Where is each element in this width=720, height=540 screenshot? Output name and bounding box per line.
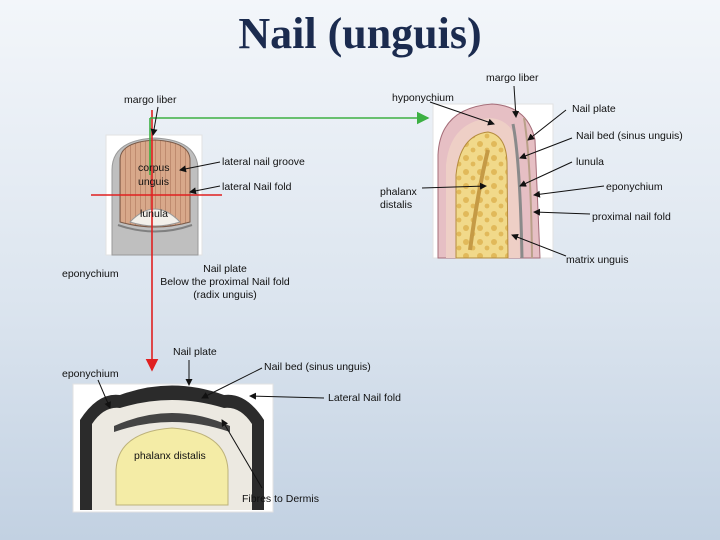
- label-corpus: corpus: [138, 162, 170, 174]
- leader-phalanx-distalis: [421, 182, 487, 190]
- leader-margo-liber-right: [512, 85, 520, 118]
- leader-cs-fibres: [221, 419, 263, 489]
- leader-margo-liber-left: [150, 106, 159, 136]
- label-nail-bed: Nail bed (sinus unguis): [576, 130, 683, 142]
- leader-nail-bed: [519, 137, 573, 160]
- label-lateral-nail-fold: lateral Nail fold: [222, 181, 292, 193]
- leader-cs-lateral-nail-fold: [249, 392, 325, 400]
- leader-cs-nail-bed: [201, 367, 263, 399]
- label-cs-lateral-nail-fold: Lateral Nail fold: [328, 392, 401, 404]
- label-eponychium-left: eponychium: [62, 268, 119, 280]
- sagittal-section-illustration: [432, 103, 554, 259]
- label-unguis: unguis: [138, 176, 169, 188]
- label-margo-liber-left: margo liber: [124, 94, 177, 106]
- label-cs-fibres: Fibres to Dermis: [242, 493, 320, 505]
- label-margo-liber-right: margo liber: [486, 72, 539, 84]
- page-title: Nail (unguis): [238, 9, 482, 58]
- leader-lateral-nail-fold: [189, 185, 221, 195]
- label-cs-phalanx-distalis: phalanx distalis: [134, 450, 206, 462]
- label-nail-plate: Nail plate: [572, 103, 616, 115]
- label-lunula-left: lunula: [140, 208, 169, 220]
- label-nail-plate-below: Nail plate Below the proximal Nail fold …: [160, 263, 290, 301]
- leader-eponychium-right: [533, 185, 605, 198]
- leader-lateral-nail-groove: [179, 161, 221, 173]
- label-cs-nail-bed: Nail bed (sinus unguis): [264, 361, 371, 373]
- leader-lunula: [519, 161, 573, 187]
- label-lateral-nail-groove: lateral nail groove: [222, 156, 305, 168]
- leader-matrix-unguis: [511, 233, 567, 257]
- leader-cs-eponychium: [97, 379, 111, 409]
- cross-section-illustration: [72, 383, 274, 513]
- label-matrix-unguis: matrix unguis: [566, 254, 629, 266]
- leader-hyponychium: [429, 101, 495, 126]
- label-hyponychium: hyponychium: [392, 92, 454, 104]
- label-cs-nail-plate: Nail plate: [173, 346, 217, 358]
- label-lunula-right: lunula: [576, 156, 605, 168]
- leader-nail-plate: [527, 109, 567, 141]
- label-eponychium-right: eponychium: [606, 181, 663, 193]
- leader-proximal-nail-fold: [533, 208, 591, 216]
- label-proximal-nail-fold: proximal nail fold: [592, 211, 671, 223]
- label-cs-eponychium: eponychium: [62, 368, 119, 380]
